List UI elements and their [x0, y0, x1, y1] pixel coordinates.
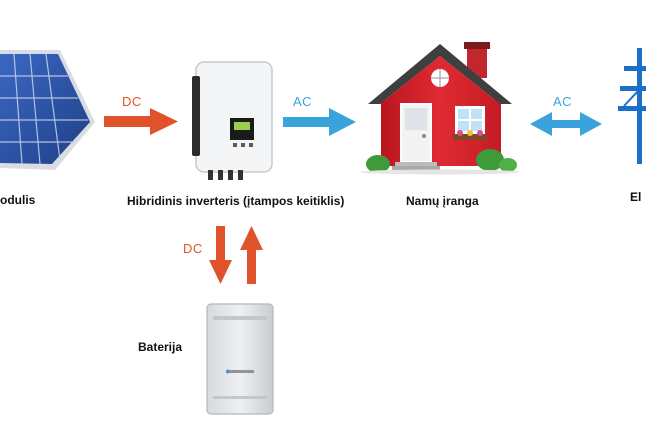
ac-label-grid: AC [553, 94, 573, 109]
solar-module-label: odulis [0, 193, 36, 207]
dc-arrow-solar-to-inverter [104, 108, 178, 135]
grid-pole-icon [618, 48, 646, 164]
inverter-label: Hibridinis inverteris (įtampos keitiklis… [127, 194, 345, 208]
grid-label: El [630, 190, 642, 204]
dc-label-solar: DC [122, 94, 142, 109]
ac-double-arrow-house-grid [530, 112, 602, 136]
dc-label-battery: DC [183, 241, 203, 256]
dc-arrows-inverter-battery [209, 226, 263, 284]
ac-arrow-inverter-to-house [283, 108, 356, 136]
house-label: Namų įranga [406, 194, 479, 208]
solar-panel-icon [0, 50, 95, 170]
ac-label-inverter: AC [293, 94, 313, 109]
battery-label: Baterija [138, 340, 183, 354]
inverter-icon [192, 61, 273, 180]
house-icon [360, 42, 520, 175]
battery-icon [206, 303, 274, 415]
